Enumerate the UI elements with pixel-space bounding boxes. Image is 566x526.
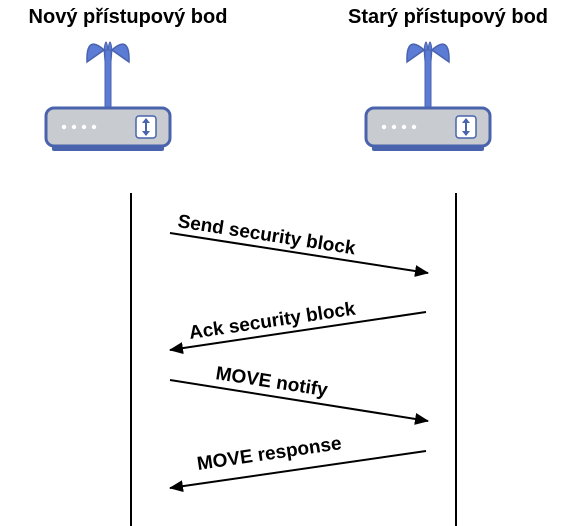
message-arrow	[169, 379, 429, 425]
new-access-point-title: Nový přístupový bod	[28, 6, 228, 28]
message-label: Ack security block	[188, 299, 358, 344]
message-arrow	[169, 311, 427, 355]
message-arrow	[169, 450, 427, 493]
new-access-point-router-icon	[44, 40, 172, 153]
message-label: Send security block	[176, 211, 357, 259]
message-arrow	[169, 232, 429, 277]
old-access-point-router-icon	[364, 40, 492, 153]
old-access-point-title: Starý přístupový bod	[347, 6, 549, 28]
message-label: MOVE response	[196, 433, 343, 475]
